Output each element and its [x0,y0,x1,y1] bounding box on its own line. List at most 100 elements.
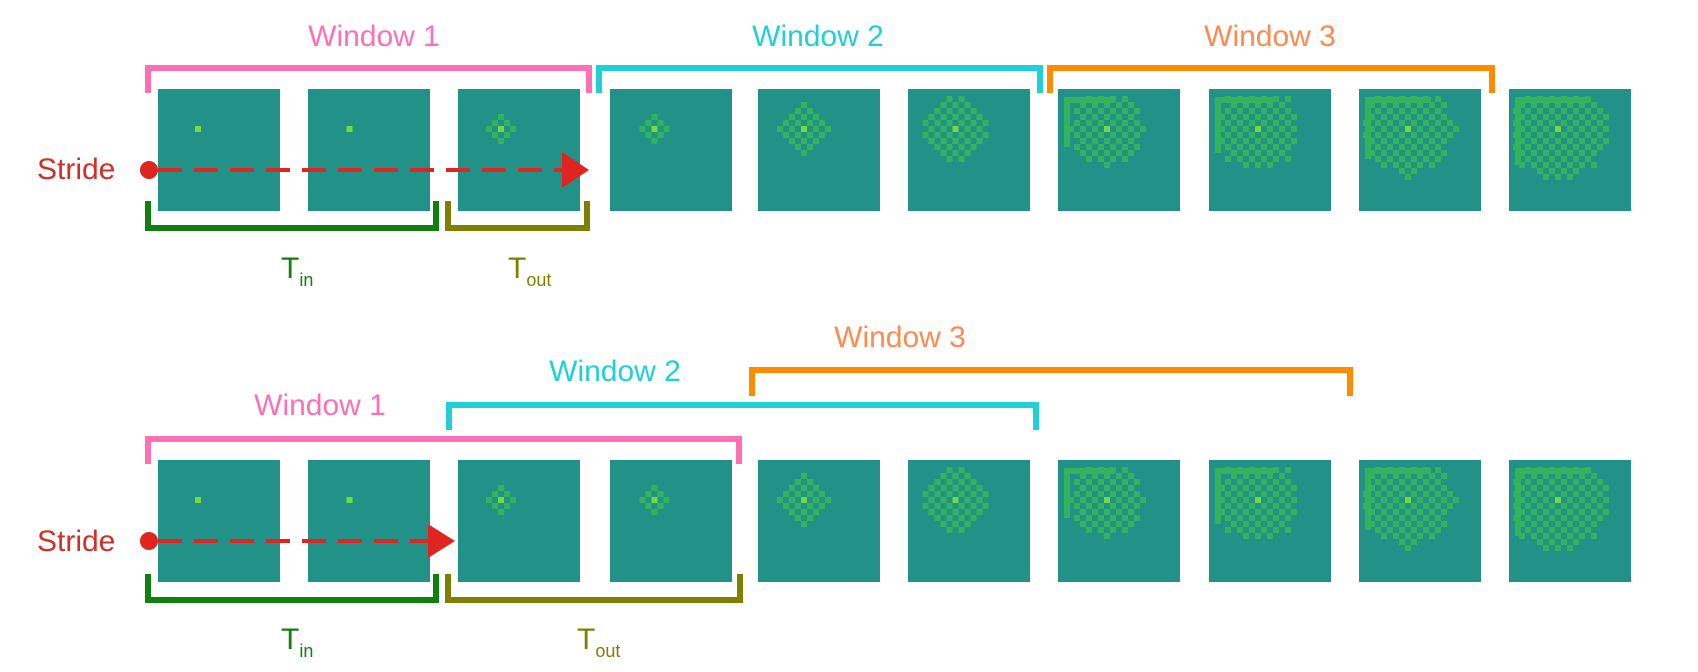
frame-pixel [1369,521,1375,527]
frame-pixel [1429,162,1435,168]
frame-pixel [1092,473,1098,479]
frame-pixel [1405,521,1411,527]
frame-thumbnail [1209,89,1331,211]
frame-pixel [1441,138,1447,144]
frame-pixel [1561,479,1567,485]
frame-pixel [1525,527,1531,533]
frame-pixel [801,150,807,156]
frame-pixel [1243,509,1249,515]
frame-pixel [1561,527,1567,533]
frame-pixel [1273,503,1279,509]
frame-pixel [952,114,959,120]
frame-edge-bar [1515,97,1589,103]
frame-pixel [1555,114,1561,120]
frame-pixel [1369,497,1375,503]
frame-pixel [807,515,813,521]
frame-pixel [795,479,801,485]
frame-pixel [1369,102,1375,108]
frame-pixel [1585,503,1591,509]
t-out-label: Tout [577,623,620,661]
frame-pixel [1104,485,1110,491]
frame-pixel [510,497,516,503]
frame-pixel [1399,527,1405,533]
frame-pixel [1519,473,1525,479]
frame-pixel [1261,144,1267,150]
frame-pixel [1387,515,1393,521]
frame-pixel [777,497,783,503]
frame-pixel [1237,132,1243,138]
frame-pixel [1237,527,1243,533]
frame-pixel [1219,114,1225,120]
frame-pixel [1225,503,1231,509]
frame-pixel [663,497,670,503]
frame-pixel [813,509,819,515]
frame-row-top [158,89,1631,211]
frame-pixel [1405,509,1411,515]
frame-pixel [1279,473,1285,479]
frame-pixel [1597,120,1603,126]
frame-pixel [1411,168,1417,174]
frame-pixel [492,132,498,138]
frame-pixel [1567,545,1573,551]
frame-pixel [1104,509,1110,515]
frame-pixel [807,503,813,509]
frame-pixel [1561,503,1567,509]
frame-pixel [1441,485,1447,491]
frame-pixel [964,521,971,527]
frame-pixel [1441,509,1447,515]
window-3-bracket [749,367,1353,396]
frame-pixel [1225,132,1231,138]
frame-pixel [1387,479,1393,485]
frame-pixel [1267,138,1273,144]
frame-pixel [1399,491,1405,497]
frame-pixel [1423,144,1429,150]
frame-pixel [1110,491,1116,497]
frame-pixel [1285,132,1291,138]
frame-pixel [928,497,935,503]
frame-pixel [1543,102,1549,108]
window-1-bracket [145,436,742,464]
frame-pixel [801,126,807,132]
frame-pixel [1369,138,1375,144]
frame-pixel [1531,138,1537,144]
frame-pixel [1435,503,1441,509]
frame-pixel [1243,102,1249,108]
frame-pixel [1231,509,1237,515]
frame-pixel [1243,533,1249,539]
frame-pixel [1086,132,1092,138]
frame-pixel [1453,126,1459,132]
frame-pixel [952,521,959,527]
frame-edge-bar [1215,97,1273,103]
frame-pixel [1074,515,1080,521]
frame-pixel [1447,120,1453,126]
frame-pixel [1543,473,1549,479]
frame-pixel [1423,156,1429,162]
frame-edge-bar [1515,468,1589,474]
frame-pixel [964,473,971,479]
frame-pixel [1579,138,1585,144]
frame-pixel [1110,132,1116,138]
frame-pixel [1110,144,1116,150]
frame-pixel [1543,114,1549,120]
frame-pixel [346,126,353,132]
window-3-bracket [1047,65,1495,93]
frame-pixel [795,120,801,126]
frame-pixel [1098,132,1104,138]
frame-pixel [1243,114,1249,120]
frame-pixel [807,479,813,485]
frame-pixel [813,497,819,503]
frame-pixel [1393,114,1399,120]
frame-pixel [1417,138,1423,144]
frame-pixel [1291,509,1297,515]
frame-pixel [1110,515,1116,521]
frame-pixel [346,497,353,503]
frame-background [308,89,430,211]
frame-pixel [645,132,652,138]
frame-pixel [1116,485,1122,491]
frame-pixel [807,144,813,150]
frame-pixel [1231,138,1237,144]
frame-pixel [1597,515,1603,521]
frame-pixel [813,485,819,491]
frame-pixel [934,108,941,114]
frame-thumbnail [1509,89,1631,211]
